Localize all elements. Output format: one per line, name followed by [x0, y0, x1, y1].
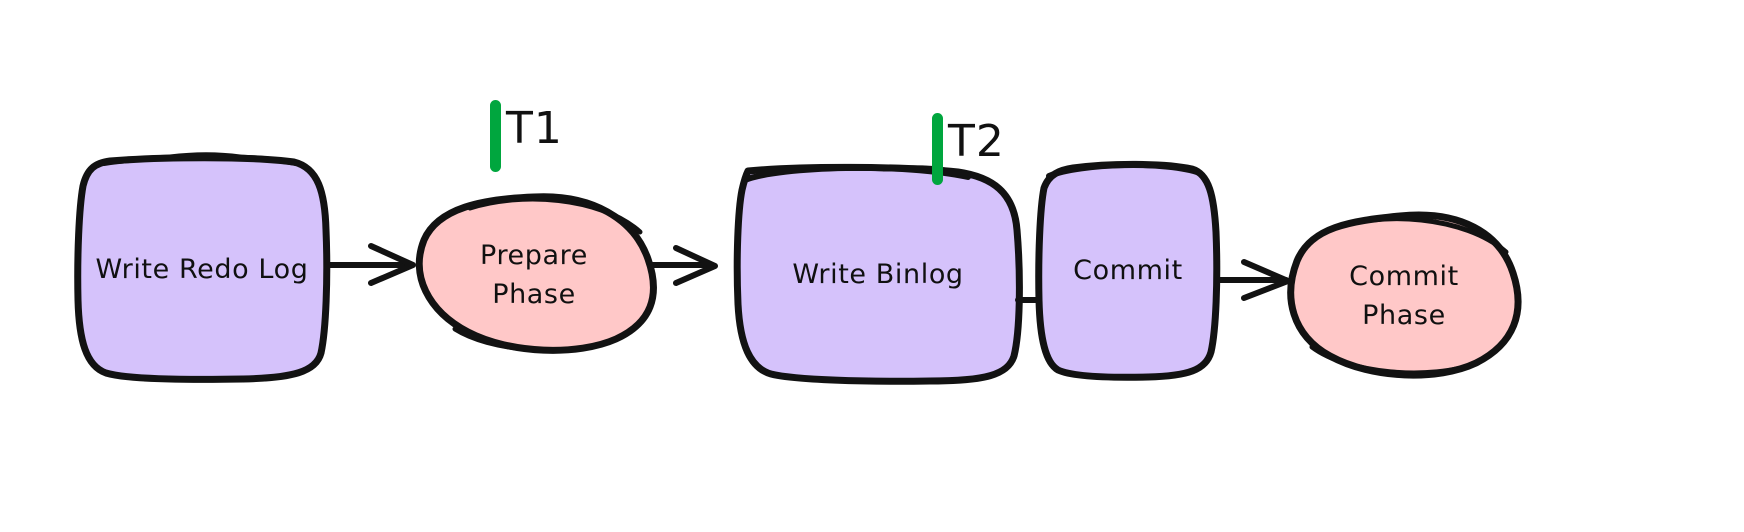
node-write-redo-log-sketch-stroke-2 [167, 152, 243, 160]
marker-t1-label: T1 [506, 103, 563, 154]
node-commit-phase[interactable] [1287, 211, 1522, 379]
node-commit-phase-sketch-stroke [1327, 216, 1509, 255]
node-prepare-phase-sketch-stroke [467, 196, 643, 235]
marker-t1-green-bar [490, 100, 501, 172]
marker-t2-label: T2 [948, 116, 1005, 167]
edge-prepare-phase-to-write-binlog [649, 245, 718, 286]
node-write-binlog-sketch-stroke-2 [881, 165, 975, 179]
node-commit-phase-sketch-stroke-2 [1309, 344, 1481, 376]
edge-1-arrowhead [368, 243, 416, 286]
marker-t2-green-bar [932, 113, 943, 185]
edge-write-redo-log-to-prepare-phase [326, 243, 416, 286]
edge-commit-to-commit-phase [1214, 259, 1291, 301]
edge-4-arrowhead [1241, 259, 1291, 301]
node-write-redo-log-shape [74, 154, 331, 383]
node-write-binlog[interactable] [733, 163, 1023, 385]
edge-2-arrowhead [673, 245, 718, 286]
node-write-redo-log[interactable] [74, 152, 331, 383]
node-commit-shape [1035, 160, 1221, 381]
node-prepare-phase[interactable] [415, 193, 657, 354]
node-commit[interactable] [1035, 160, 1221, 381]
node-commit-sketch-stroke [1046, 162, 1203, 179]
node-write-binlog-shape [733, 163, 1023, 385]
node-prepare-phase-sketch-stroke-2 [452, 326, 608, 353]
